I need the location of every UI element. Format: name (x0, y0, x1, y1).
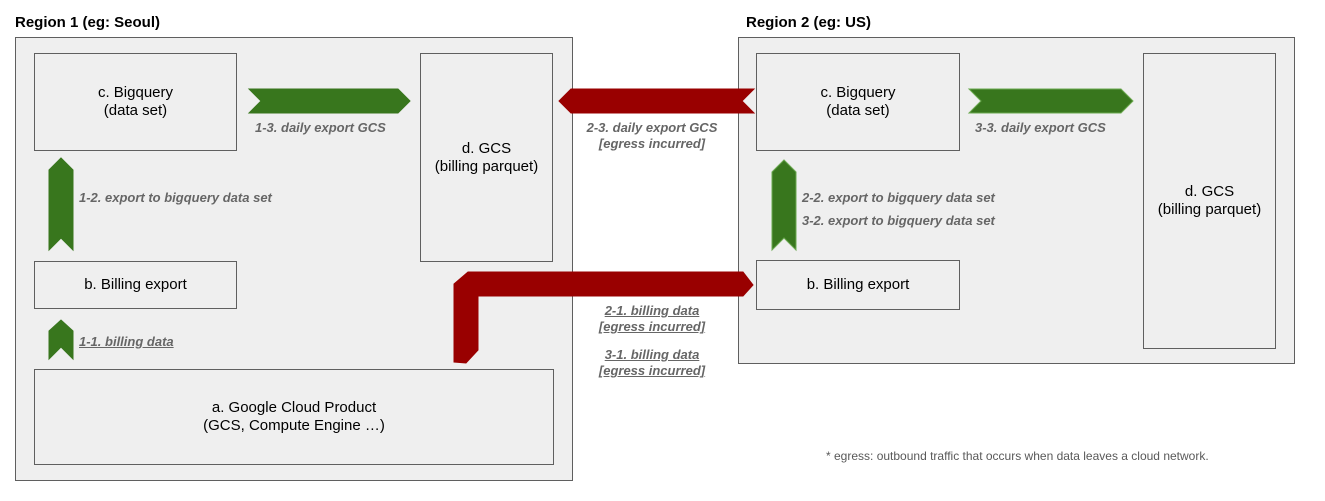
region2-billing-export-box: b. Billing export (756, 260, 960, 310)
region1-title: Region 1 (eg: Seoul) (15, 14, 161, 31)
region2-title: Region 2 (eg: US) (746, 14, 872, 31)
region2-billing-export-label: b. Billing export (806, 276, 910, 293)
arrow-2-3-icon (558, 88, 756, 114)
region2-gcs-box: d. GCS (billing parquet) (1143, 53, 1276, 349)
label-3-1: 3-1. billing data [egress incurred] (582, 347, 722, 379)
region1-billing-export-box: b. Billing export (34, 261, 237, 309)
label-2-1-line1: 2-1. billing data (604, 303, 700, 318)
label-2-2: 2-2. export to bigquery data set (802, 190, 995, 205)
region1-bigquery-label: c. Bigquery (data set) (97, 84, 174, 119)
region2-bigquery-label: c. Bigquery (data set) (820, 84, 896, 119)
label-1-3: 1-3. daily export GCS (255, 120, 386, 135)
region1-gcs-box: d. GCS (billing parquet) (420, 53, 553, 262)
region2-bigquery-box: c. Bigquery (data set) (756, 53, 960, 151)
region1-gcs-label: d. GCS (billing parquet) (434, 139, 539, 175)
region2-gcs-label: d. GCS (billing parquet) (1157, 183, 1262, 218)
label-3-1-line2: [egress incurred] (598, 363, 706, 378)
egress-footnote: * egress: outbound traffic that occurs w… (826, 449, 1209, 463)
region1-product-box: a. Google Cloud Product (GCS, Compute En… (34, 369, 554, 465)
region1-billing-export-label: b. Billing export (84, 276, 187, 293)
label-2-3: 2-3. daily export GCS [egress incurred] (570, 120, 734, 152)
label-3-2: 3-2. export to bigquery data set (802, 213, 995, 228)
label-2-1: 2-1. billing data [egress incurred] (582, 303, 722, 335)
region1-product-label: a. Google Cloud Product (GCS, Compute En… (203, 399, 385, 434)
label-2-1-line2: [egress incurred] (598, 319, 706, 334)
label-1-1: 1-1. billing data (79, 334, 174, 349)
label-2-3-line2: [egress incurred] (598, 136, 706, 151)
label-1-2: 1-2. export to bigquery data set (79, 190, 272, 205)
label-2-3-line1: 2-3. daily export GCS (586, 120, 718, 135)
label-3-3: 3-3. daily export GCS (975, 120, 1106, 135)
label-3-1-line1: 3-1. billing data (604, 347, 700, 362)
region1-bigquery-box: c. Bigquery (data set) (34, 53, 237, 151)
